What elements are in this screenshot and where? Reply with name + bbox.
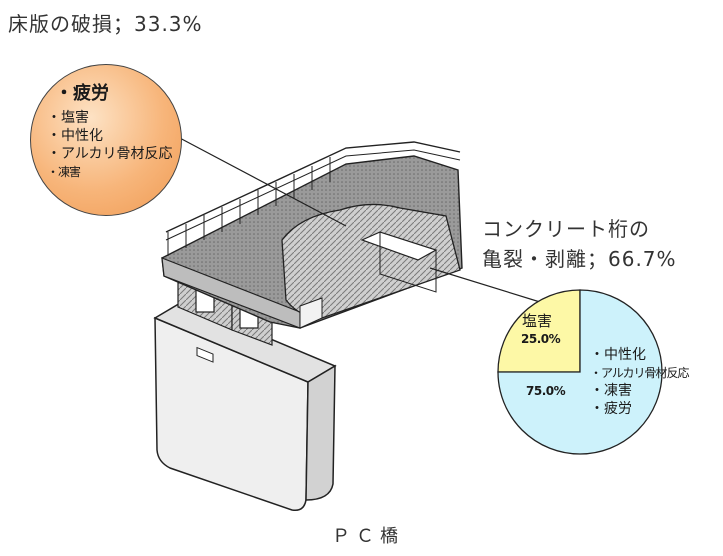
bubble-item: ・凍害 [47, 165, 81, 179]
girder-leader-line [429, 267, 541, 303]
deck-leader-line [175, 135, 347, 227]
pie-cause-item: ・疲労 [590, 401, 632, 417]
pie-slice-percent-other: 75.0% [526, 384, 566, 398]
pie-cause-item: ・アルカリ骨材反応 [590, 366, 690, 380]
bubble-cause-list: ・塩害 ・中性化 ・アルカリ骨材反応 ・凍害 [47, 109, 172, 181]
pie-slice-other [497, 289, 663, 455]
deck-slab [161, 141, 463, 329]
bubble-item: ・中性化 [47, 128, 103, 144]
deck-causes-bubble: ・疲労 ・塩害 ・中性化 ・アルカリ骨材反応 ・凍害 [30, 64, 182, 216]
bubble-item: ・塩害 [47, 110, 89, 126]
pie-other-cause-list: ・中性化 ・アルカリ骨材反応 ・凍害 ・疲労 [590, 346, 690, 418]
deck-damage-title: 床版の破損；33.3% [8, 12, 203, 36]
bridge-type-label: ＰＣ橋 [332, 526, 404, 547]
bubble-heading: ・疲労 [55, 83, 109, 104]
pier-base [153, 301, 337, 512]
girder-damage-title: コンクリート桁の 亀裂・剥離；66.7% [482, 214, 677, 274]
pie-cause-item: ・中性化 [590, 347, 646, 363]
girder-title-line1: コンクリート桁の [482, 217, 650, 241]
pie-slice-label-salt: 塩害 [522, 312, 553, 330]
bubble-item: ・アルカリ骨材反応 [47, 146, 173, 162]
girder-damage-pie [497, 289, 663, 455]
pie-slice-salt [497, 289, 581, 373]
pie-cause-item: ・凍害 [590, 383, 632, 399]
pie-slice-percent-salt: 25.0% [521, 332, 561, 346]
girder-title-line2: 亀裂・剥離；66.7% [482, 247, 677, 271]
